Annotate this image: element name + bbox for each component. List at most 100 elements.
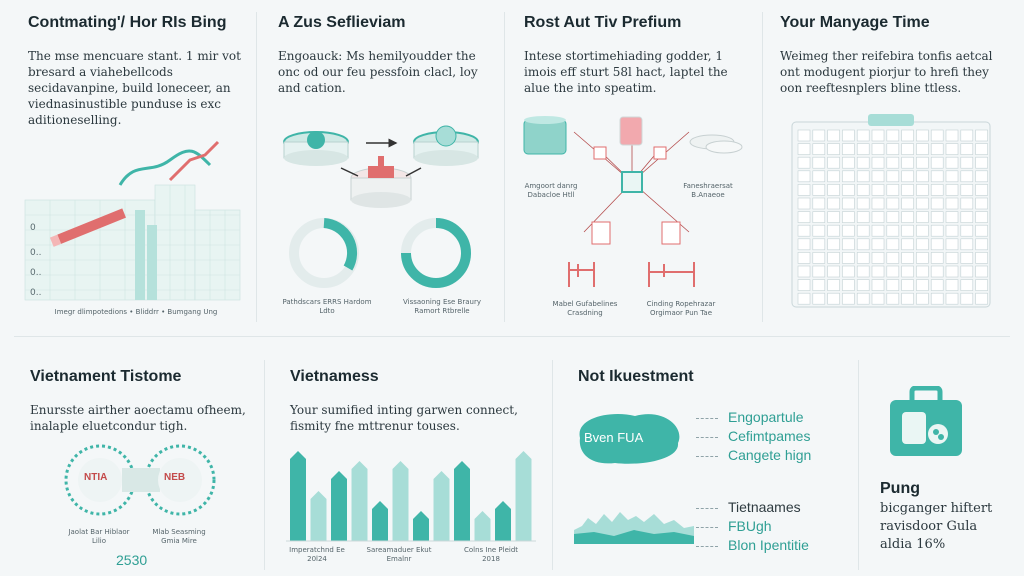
calendar-cell: [856, 211, 870, 223]
calendar-cell: [945, 292, 959, 305]
calendar-cell: [930, 224, 944, 237]
panel-1-caption: Imegr dlimpotedions • Bliddrr • Bumgang …: [54, 308, 218, 316]
panel-5-title: Vietnament Tistome: [30, 368, 182, 385]
container-right: [413, 125, 479, 166]
calendar-cell: [945, 279, 959, 291]
calendar-cell: [945, 184, 959, 196]
bar-mark: [310, 491, 327, 541]
calendar-cell: [886, 265, 900, 278]
beaker-icon: [523, 116, 567, 155]
calendar-cell: [827, 143, 840, 155]
panel-5-body: Enursste airther aoectamu ofheem, inalap…: [30, 403, 246, 433]
blob-shape: [579, 414, 680, 464]
calendar-cell: [916, 292, 929, 305]
linked-rings-illustration: [64, 444, 216, 516]
bar-mark: [413, 511, 429, 541]
svg-text:0..: 0..: [30, 248, 41, 258]
panel-3-caption-a: Amgoort danrg Dabacloe Htll: [524, 182, 578, 199]
calendar-cell: [945, 170, 959, 183]
calendar-cell: [901, 279, 914, 291]
panel-6-caption-c: Colns Ine Pleidt 2018: [463, 546, 519, 563]
calendar-cell: [975, 197, 988, 210]
calendar-cell: [901, 129, 914, 142]
calendar-cell: [960, 224, 974, 237]
calendar-cell: [886, 224, 900, 237]
calendar-cell: [842, 170, 855, 183]
calendar-cell: [842, 129, 855, 142]
calendar-cell: [842, 279, 855, 291]
panel-3-title: Rost Aut Tiv Prefium: [524, 14, 682, 31]
calendar-cell: [901, 265, 914, 278]
panel-6-caption-a: Imperatchnd Ee 20l24: [289, 546, 345, 563]
calendar-cell: [916, 156, 929, 169]
bar-cluster: [135, 210, 157, 300]
calendar-cell: [886, 156, 900, 169]
calendar-cell: [842, 292, 855, 305]
calendar-cell: [797, 156, 811, 169]
calendar-cell: [945, 238, 959, 251]
calendar-cell: [945, 143, 959, 155]
calendar-cell: [945, 197, 959, 210]
calendar-cell: [901, 143, 914, 155]
calendar-cell: [960, 143, 974, 155]
panel-2-body: Engoauck: Ms hemilyoudder the onc od our…: [278, 49, 478, 95]
panel-8-title: Pung: [880, 480, 920, 497]
calendar-cell: [960, 279, 974, 291]
lab-stand-icon: [568, 262, 595, 287]
panel-5-caption-a: Jaolat Bar Hiblaor Lilio: [68, 528, 130, 545]
calendar-cell: [827, 170, 840, 183]
calendar-cell: [930, 170, 944, 183]
calendar-cell: [901, 224, 914, 237]
bar-mark: [495, 501, 511, 541]
calendar-cell: [975, 170, 988, 183]
container-center: [350, 156, 412, 208]
bar-mark: [474, 511, 491, 541]
calendar-cell: [797, 279, 811, 291]
calendar-cell: [842, 211, 855, 223]
coral-trend-line: [168, 140, 220, 182]
calendar-cell: [975, 211, 988, 223]
node-icon: [591, 221, 611, 245]
calendar-cell: [975, 238, 988, 251]
calendar-cell: [856, 224, 870, 237]
calendar-cell: [916, 129, 929, 142]
bar-mark: [290, 451, 306, 541]
bar-mark: [392, 461, 409, 541]
calendar-cell: [812, 292, 826, 305]
list-a: Engopartule Cefimtpames Cangete hign: [696, 408, 811, 465]
calendar-cell: [886, 279, 900, 291]
calendar-cell: [827, 292, 840, 305]
calendar-cell: [945, 252, 959, 264]
calendar-cell: [886, 238, 900, 251]
calendar-cell: [930, 292, 944, 305]
arrow-icon: [340, 167, 359, 177]
panel-3-caption-b: Faneshraersat B.Anaeoe: [683, 182, 733, 199]
calendar-cell: [916, 224, 929, 237]
calendar-cell: [827, 211, 840, 223]
calendar-cell: [856, 197, 870, 210]
calendar-cell: [827, 279, 840, 291]
bar-mark: [351, 461, 368, 541]
calendar-cell: [886, 143, 900, 155]
calendar-cell: [812, 224, 826, 237]
calendar-cell: [812, 170, 826, 183]
panel-1-title: Contmating'/ Hor RIs Bing: [28, 14, 227, 31]
node-icon: [661, 221, 681, 245]
calendar-cell: [797, 292, 811, 305]
svg-text:0..: 0..: [30, 268, 41, 278]
calendar-cell: [827, 224, 840, 237]
panel-5-caption-b: Mlab Seasming Gmia Mire: [152, 528, 206, 545]
donut-chart-icon: [289, 218, 359, 288]
calendar-cell: [842, 238, 855, 251]
calendar-cell: [827, 238, 840, 251]
blob-label: Bven FUA: [584, 430, 644, 445]
calendar-cell: [797, 238, 811, 251]
calendar-cell: [930, 129, 944, 142]
calendar-cell: [975, 156, 988, 169]
calendar-cell: [960, 170, 974, 183]
lab-stand-icon: [648, 262, 695, 287]
list-a-item: Cangete hign: [696, 446, 811, 465]
calendar-cell: [797, 265, 811, 278]
calendar-cell: [901, 252, 914, 264]
calendar-cell: [871, 211, 885, 223]
